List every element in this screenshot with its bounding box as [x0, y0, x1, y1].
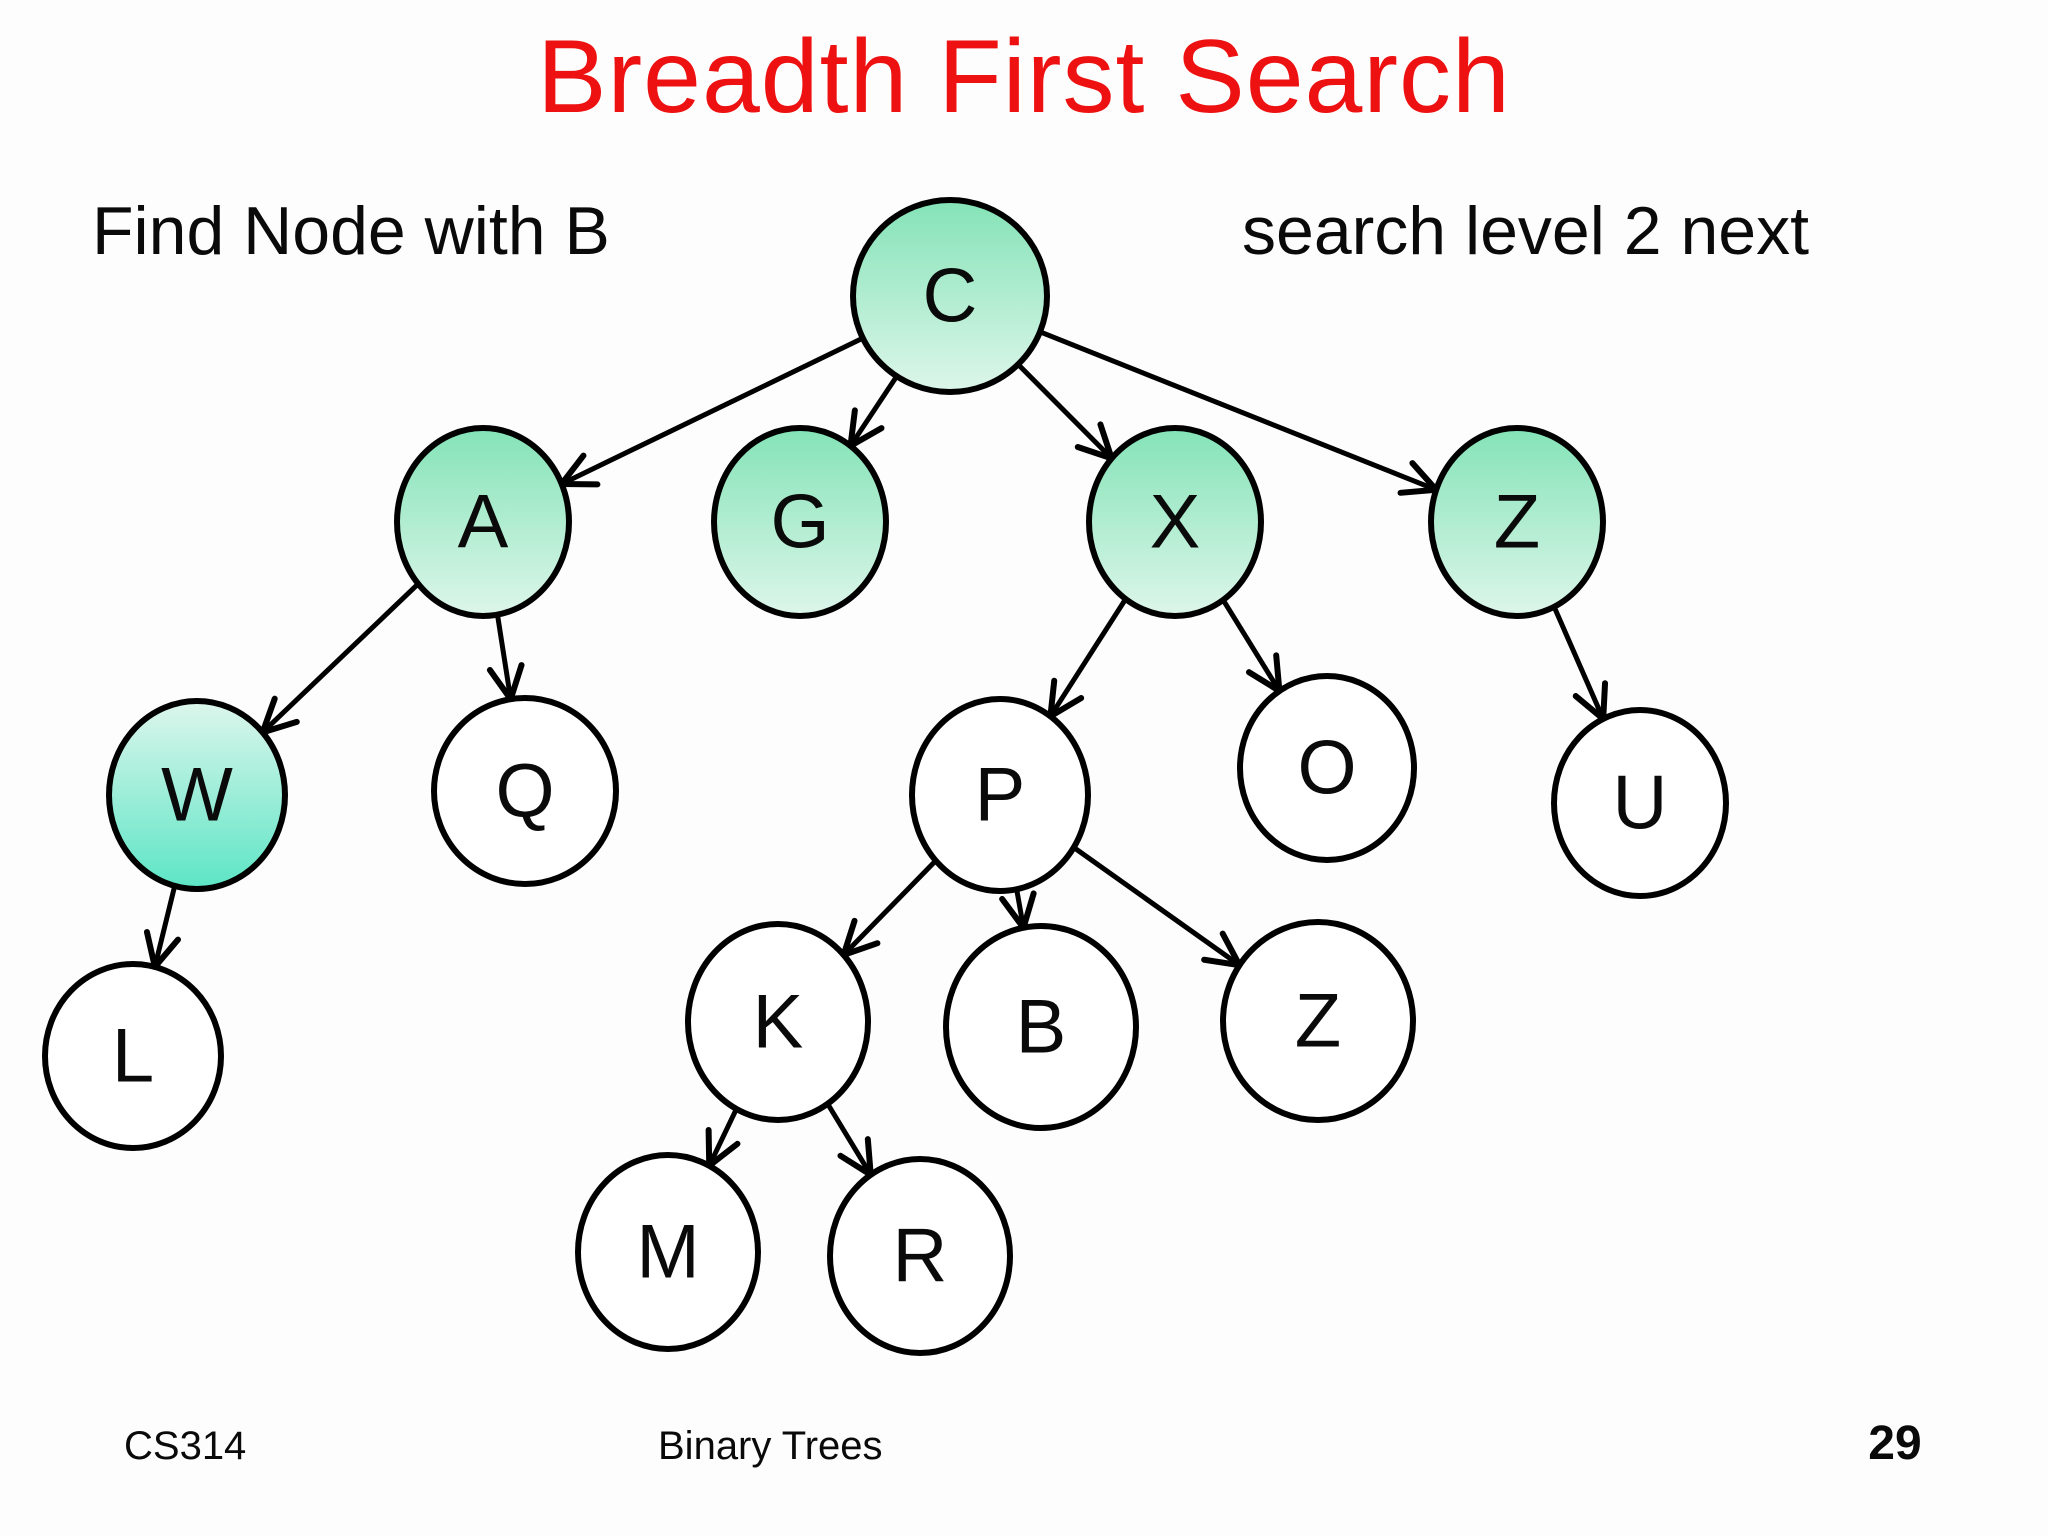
- tree-node-circle-L: [42, 961, 224, 1151]
- tree-node-circle-P: [909, 696, 1091, 894]
- tree-edge-A-Q: [486, 614, 525, 703]
- tree-node-circle-K: [685, 921, 871, 1123]
- tree-node-label-M: M: [636, 1210, 699, 1295]
- tree-edges: [143, 329, 1609, 1178]
- tree-node-circle-A: [394, 425, 572, 619]
- tree-node-circle-U: [1551, 707, 1729, 899]
- tree-edge-P-K: [840, 858, 938, 958]
- tree-node-circle-Z: [1428, 425, 1606, 619]
- tree-node-label-Z: Z: [1494, 480, 1540, 565]
- tree-node-O: O: [1237, 673, 1417, 863]
- tree-edge-K-R: [825, 1102, 874, 1178]
- tree-node-label-C: C: [923, 254, 978, 339]
- tree-edge-C-G: [847, 374, 899, 449]
- tree-node-circle-B: [943, 923, 1139, 1131]
- tree-node-label-Q: Q: [495, 749, 554, 834]
- tree-edge-P-Z2: [1072, 845, 1243, 969]
- tree-node-label-W: W: [161, 753, 233, 838]
- tree-edge-A-W: [259, 582, 420, 736]
- tree-node-K: K: [685, 921, 871, 1123]
- tree-node-M: M: [575, 1152, 761, 1352]
- tree-edge-X-P: [1047, 597, 1128, 720]
- tree-node-B: B: [943, 923, 1139, 1131]
- tree-node-L: L: [42, 961, 224, 1151]
- tree-edge-P-B: [999, 888, 1037, 931]
- tree-node-label-G: G: [770, 480, 829, 565]
- tree-node-Z2: Z: [1220, 919, 1416, 1123]
- tree-node-circle-Z2: [1220, 919, 1416, 1123]
- tree-node-circle-C: [850, 197, 1050, 395]
- tree-node-circle-O: [1237, 673, 1417, 863]
- footer-course: CS314: [124, 1424, 247, 1468]
- tree-node-label-L: L: [112, 1014, 154, 1099]
- tree-node-X: X: [1086, 425, 1264, 619]
- footer-deck-title: Binary Trees: [658, 1424, 883, 1468]
- tree-edge-W-L: [143, 885, 182, 970]
- tree-node-circle-X: [1086, 425, 1264, 619]
- tree-node-label-P: P: [975, 753, 1026, 838]
- tree-node-label-K: K: [753, 980, 804, 1065]
- annotation-find-node: Find Node with B: [92, 193, 610, 269]
- tree-node-label-R: R: [893, 1214, 948, 1299]
- tree-node-label-Z2: Z: [1295, 979, 1341, 1064]
- tree-node-P: P: [909, 696, 1091, 894]
- annotation-search-level: search level 2 next: [1242, 193, 1809, 269]
- tree-node-C: C: [850, 197, 1050, 395]
- tree-node-G: G: [711, 425, 889, 619]
- tree-node-circle-W: [106, 698, 288, 892]
- tree-edge-Z-U: [1551, 605, 1609, 722]
- tree-node-circle-M: [575, 1152, 761, 1352]
- tree-node-label-B: B: [1016, 985, 1067, 1070]
- slide-title: Breadth First Search: [537, 19, 1511, 135]
- tree-node-label-X: X: [1150, 480, 1201, 565]
- tree-node-circle-G: [711, 425, 889, 619]
- tree-edge-C-Z: [1039, 329, 1440, 496]
- tree-node-R: R: [827, 1156, 1013, 1356]
- tree-edge-C-X: [1016, 362, 1115, 462]
- tree-node-label-U: U: [1613, 761, 1668, 846]
- footer-page-number: 29: [1868, 1417, 1922, 1470]
- tree-node-W: W: [106, 698, 288, 892]
- tree-node-circle-Q: [431, 695, 619, 887]
- tree-edge-X-O: [1221, 598, 1283, 694]
- tree-edge-C-A: [558, 335, 864, 488]
- tree-node-label-A: A: [458, 480, 509, 565]
- tree-node-U: U: [1551, 707, 1729, 899]
- tree-node-circle-R: [827, 1156, 1013, 1356]
- tree-edge-K-M: [705, 1107, 741, 1169]
- tree-node-Q: Q: [431, 695, 619, 887]
- tree-node-label-O: O: [1297, 726, 1356, 811]
- tree-node-Z: Z: [1428, 425, 1606, 619]
- tree-nodes: C A G X Z W Q P O U L K B Z M R: [42, 197, 1729, 1356]
- tree-node-A: A: [394, 425, 572, 619]
